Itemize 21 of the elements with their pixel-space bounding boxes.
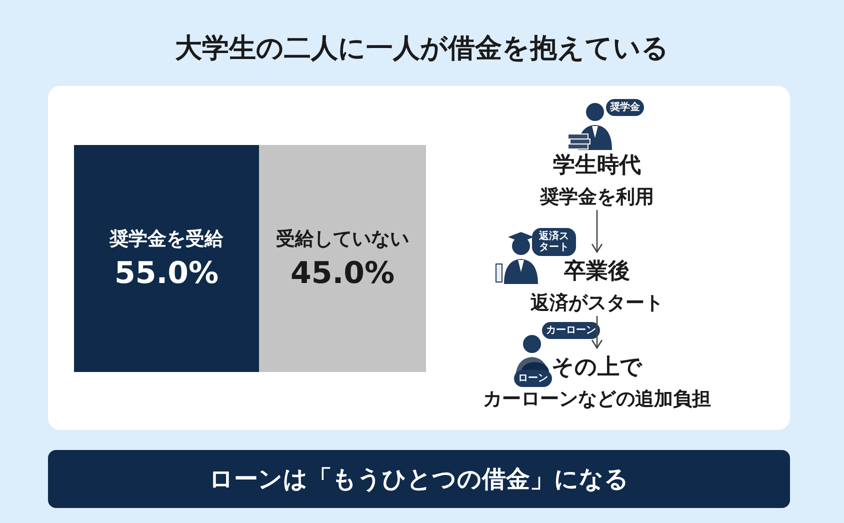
step-heading: 学生時代: [553, 152, 641, 180]
step-heading: その上で: [552, 354, 642, 382]
step-description: 返済がスタート: [530, 291, 664, 316]
banner-text: ローンは「もうひとつの借金」になる: [209, 464, 629, 495]
bar-segment: [259, 145, 426, 372]
speech-bubble: カーローン: [542, 322, 600, 339]
flow-arrow: [591, 316, 603, 349]
segment-label: 奨学金を受給: [110, 227, 224, 252]
step-description: 奨学金を利用: [540, 185, 654, 210]
bar-segment: [74, 145, 259, 372]
speech-bubble: 奨学金: [606, 99, 644, 116]
percentage-value: 45.0%: [290, 256, 395, 291]
flow-arrow: [591, 210, 603, 253]
step-description: カーローンなどの追加負担: [483, 387, 711, 412]
step-heading: 卒業後: [564, 258, 630, 286]
title: 大学生の二人に一人が借金を抱えている: [174, 32, 670, 66]
percentage-value: 55.0%: [114, 256, 219, 291]
speech-bubble: ローン: [514, 370, 552, 387]
speech-bubble: 返済スタート: [532, 228, 576, 256]
segment-label: 受給していない: [276, 227, 409, 252]
summary-banner: [48, 450, 790, 508]
